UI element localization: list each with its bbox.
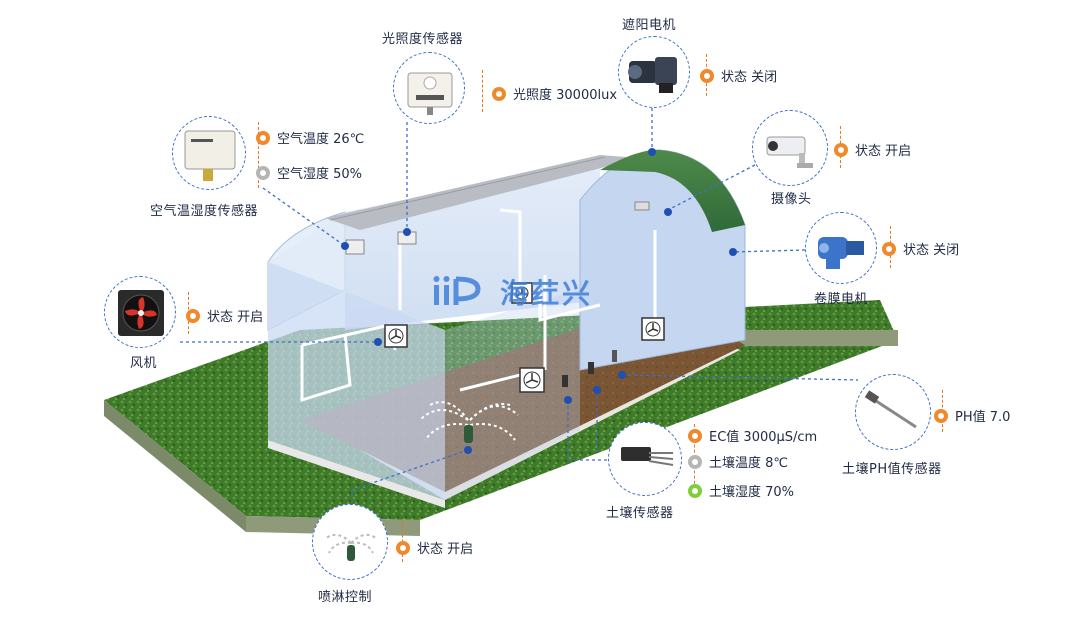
light-sensor-title: 光照度传感器 <box>382 32 464 47</box>
air-sensor-callout[interactable] <box>172 116 246 190</box>
fan-icon <box>118 290 164 336</box>
reading-text: 状态 关闭 <box>903 243 960 258</box>
soil-temp-reading: 土壤温度 8℃ <box>688 452 788 471</box>
camera-reading: 状态 开启 <box>834 140 911 159</box>
light-sensor-callout[interactable] <box>393 52 465 124</box>
camera-title: 摄像头 <box>771 192 812 207</box>
sprinkler-icon <box>324 533 378 561</box>
reading-text: 状态 关闭 <box>721 70 778 85</box>
light-sensor-reading: 光照度 30000lux <box>492 84 617 103</box>
reading-text: 状态 开启 <box>207 310 264 325</box>
reading-indicator <box>688 428 702 443</box>
soil-sensor-callout[interactable] <box>608 422 682 496</box>
reading-indicator <box>882 241 896 256</box>
ph-reading: PH值 7.0 <box>934 406 1010 425</box>
air-sensor-icon <box>184 130 236 181</box>
reading-indicator <box>396 540 410 555</box>
reading-text: 土壤湿度 70% <box>709 485 795 500</box>
green-roof <box>600 149 745 232</box>
brand-name: 海荭兴 <box>500 277 594 310</box>
sprinkler-callout[interactable] <box>312 504 388 580</box>
film-motor-reading: 状态 关闭 <box>882 239 959 258</box>
connector-dots <box>341 148 737 454</box>
brand-logo: 海荭兴 <box>432 272 593 312</box>
camera-callout[interactable] <box>752 110 828 186</box>
sprinkler-title: 喷淋控制 <box>318 590 373 605</box>
reading-indicator <box>834 142 848 157</box>
reading-text: 空气湿度 50% <box>277 167 363 182</box>
sprinkler-spray <box>419 401 519 441</box>
ground-edge <box>104 400 246 532</box>
logo-icon <box>433 276 481 305</box>
reading-indicator <box>700 68 714 83</box>
reading-indicator <box>688 454 702 469</box>
shade-motor-title: 遮阳电机 <box>622 18 677 33</box>
reading-text: 状态 开启 <box>417 542 474 557</box>
ph-probe-icon <box>864 390 917 429</box>
light-sensor-icon <box>407 72 453 115</box>
ph-sensor-callout[interactable] <box>855 374 931 450</box>
reading-text: 土壤温度 8℃ <box>709 456 789 471</box>
soil-moisture-reading: 土壤湿度 70% <box>688 481 794 500</box>
motor-icon <box>628 57 677 93</box>
shade-motor-reading: 状态 关闭 <box>700 66 777 85</box>
fan-title: 风机 <box>130 356 158 371</box>
front-base <box>268 440 445 508</box>
fan-callout[interactable] <box>104 276 176 348</box>
reading-indicator <box>934 408 948 423</box>
roof <box>325 155 640 230</box>
film-motor-title: 卷膜电机 <box>814 292 869 307</box>
camera-icon <box>766 136 813 168</box>
reading-indicator <box>186 308 200 323</box>
reading-text: 状态 开启 <box>855 144 912 159</box>
film-motor-icon <box>818 237 864 269</box>
reading-text: 光照度 30000lux <box>513 88 618 103</box>
air-humidity-reading: 空气湿度 50% <box>256 163 362 182</box>
reading-text: 空气温度 26℃ <box>277 132 365 147</box>
reading-text: PH值 7.0 <box>955 410 1011 425</box>
roof-line <box>329 156 606 221</box>
fan-units <box>384 282 665 393</box>
reading-indicator <box>256 165 270 180</box>
soil-sensor-icon <box>621 447 674 466</box>
sprinkler-head <box>464 425 473 443</box>
front-wall <box>268 262 445 500</box>
sprinkler-reading: 状态 开启 <box>396 538 473 557</box>
reading-indicator <box>688 483 702 498</box>
reading-text: EC值 3000μS/cm <box>709 430 818 445</box>
reading-indicator <box>256 130 270 145</box>
connector-lines <box>180 108 859 505</box>
ph-sensor-title: 土壤PH值传感器 <box>842 462 942 477</box>
fan-reading: 状态 开启 <box>186 306 263 325</box>
film-motor-callout[interactable] <box>805 212 877 284</box>
soil-sensor-title: 土壤传感器 <box>606 506 674 521</box>
reading-indicator <box>492 86 506 101</box>
air-sensor-title: 空气温湿度传感器 <box>150 204 259 219</box>
light-sensor-divider <box>482 70 483 112</box>
air-sensor-divider <box>258 122 259 188</box>
ec-reading: EC值 3000μS/cm <box>688 426 817 445</box>
ground-edge <box>740 330 898 346</box>
air-temp-reading: 空气温度 26℃ <box>256 128 364 147</box>
shade-motor-callout[interactable] <box>618 36 690 108</box>
